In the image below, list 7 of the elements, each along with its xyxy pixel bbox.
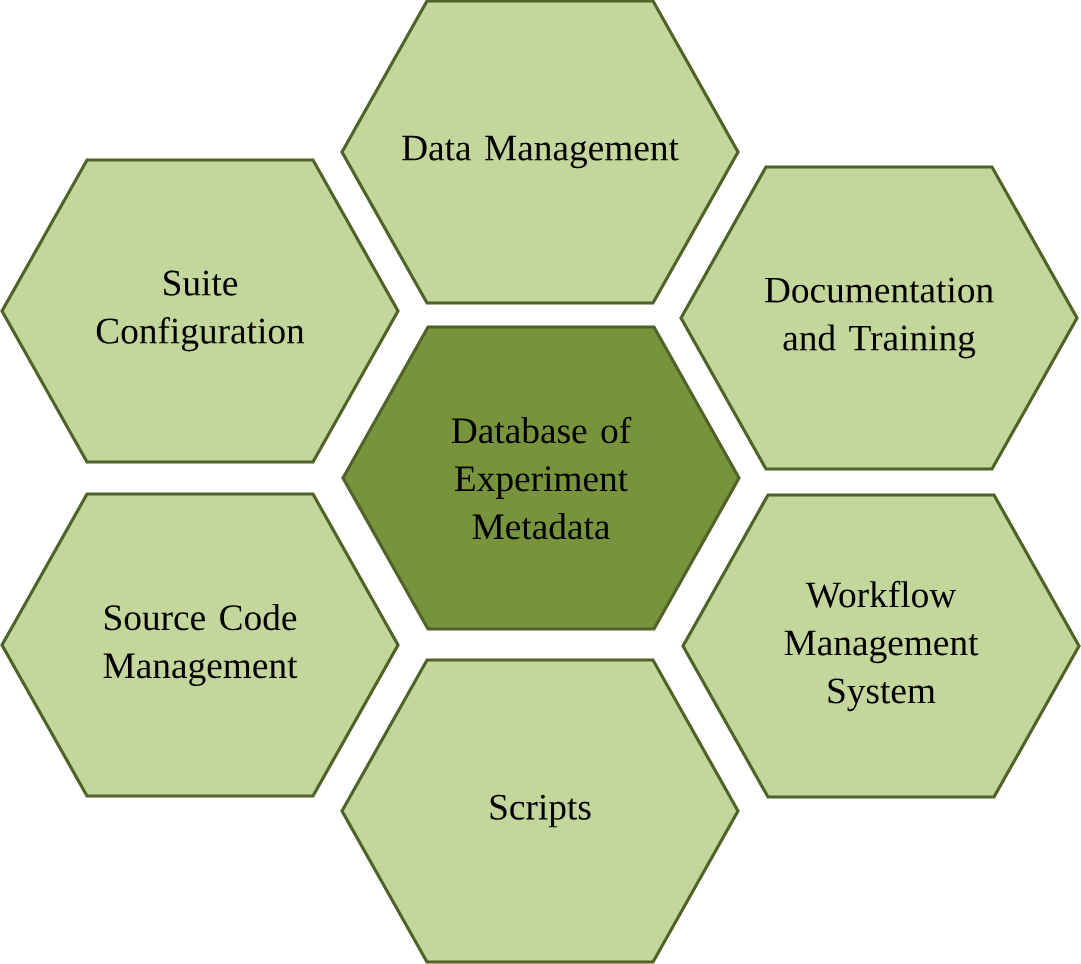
hexagon-box: Scripts bbox=[340, 658, 740, 964]
hexagon-box: Database of Experiment Metadata bbox=[341, 325, 741, 631]
hexagon-box: Workflow Management System bbox=[681, 493, 1081, 799]
hexagon-box: Source Code Management bbox=[0, 492, 400, 798]
hexagon-box: Documentation and Training bbox=[679, 165, 1079, 471]
hexagon-box: Data Management bbox=[340, 0, 740, 305]
hexagon-box: Suite Configuration bbox=[0, 158, 400, 464]
